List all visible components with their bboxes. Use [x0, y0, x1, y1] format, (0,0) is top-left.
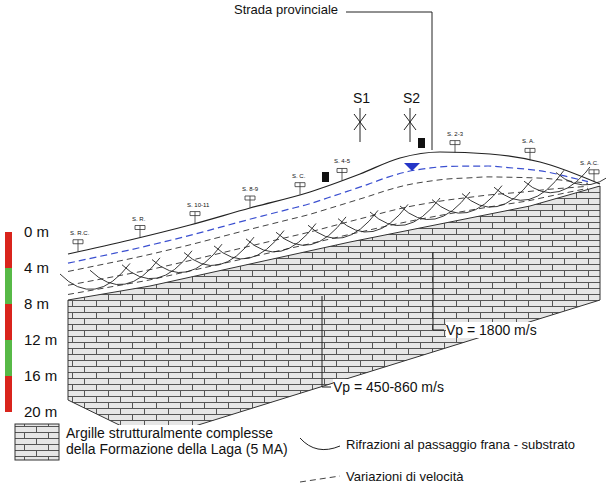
borehole-label: S. 4-5 [334, 158, 350, 165]
scale-label: 8 m [24, 295, 49, 312]
road-label: Strada provinciale [234, 3, 338, 18]
refraction-arc [556, 160, 606, 185]
seismic-symbol [354, 108, 366, 142]
refraction-arc [246, 223, 316, 251]
leader-line [433, 252, 444, 330]
scale-bar [5, 268, 12, 304]
refraction-arc [214, 231, 284, 259]
leader-line [322, 296, 331, 387]
refraction-arc [122, 251, 192, 279]
velocity-line [68, 188, 588, 294]
refraction-arc [370, 198, 440, 226]
refraction-arc [462, 179, 532, 207]
legend-arc [300, 438, 340, 450]
scale-label: 16 m [24, 367, 57, 384]
borehole-symbol [73, 240, 83, 252]
ground-surface [68, 152, 600, 254]
water-table [68, 166, 588, 263]
borehole-label: S. R. [132, 216, 145, 223]
scale-label: 12 m [24, 331, 57, 348]
borehole-label: S. 10-11 [187, 202, 209, 209]
scale-label: 20 m [24, 403, 57, 420]
legend-dash [300, 476, 340, 482]
building [322, 172, 329, 182]
scale-label: 4 m [24, 259, 49, 276]
scale-bar [5, 232, 12, 268]
scale-label: 0 m [24, 223, 49, 240]
legend-hatch [15, 424, 59, 460]
refraction-arc [60, 263, 130, 289]
borehole-symbol [450, 141, 460, 153]
refraction-arc [90, 258, 160, 285]
water-symbol [404, 163, 420, 171]
refraction-arc [308, 210, 378, 238]
building [418, 138, 425, 148]
borehole-symbol [525, 148, 535, 160]
borehole-label: S. R.C. [70, 230, 89, 237]
borehole-symbol [190, 212, 200, 224]
borehole-label: S. C. [292, 173, 305, 180]
borehole-symbol [135, 226, 145, 238]
velocity-label: Vp = 1800 m/s [446, 322, 537, 338]
leader-line [346, 12, 432, 150]
borehole-symbol [295, 183, 305, 195]
refraction-arc [338, 204, 408, 232]
borehole-label: S. A. [522, 138, 535, 145]
velocity-line [68, 177, 588, 272]
borehole-symbol [589, 170, 599, 182]
bedrock [68, 186, 600, 440]
refraction-arc [400, 192, 470, 220]
borehole-label: S. 8-9 [242, 186, 258, 193]
refraction-arc [432, 186, 502, 214]
refraction-arc [276, 217, 346, 245]
borehole-label: S. A.C. [580, 160, 599, 167]
seismic-symbol [404, 108, 416, 142]
refraction-arc [152, 244, 222, 272]
legend-text: Argille strutturalmente complesse della … [66, 425, 298, 457]
section-label: S2 [403, 90, 420, 106]
section-label: S1 [353, 90, 370, 106]
refraction-arc [184, 237, 254, 265]
borehole-label: S. 2-3 [447, 131, 463, 138]
borehole-symbol [245, 196, 255, 208]
borehole-symbol [337, 168, 347, 180]
scale-bar [5, 340, 12, 376]
legend-text: Variazioni di velocità [346, 470, 464, 485]
velocity-label: Vp = 450-860 m/s [333, 379, 444, 395]
scale-bar [5, 376, 12, 412]
legend-text: Rifrazioni al passaggio frana - substrat… [346, 438, 575, 453]
scale-bar [5, 304, 12, 340]
